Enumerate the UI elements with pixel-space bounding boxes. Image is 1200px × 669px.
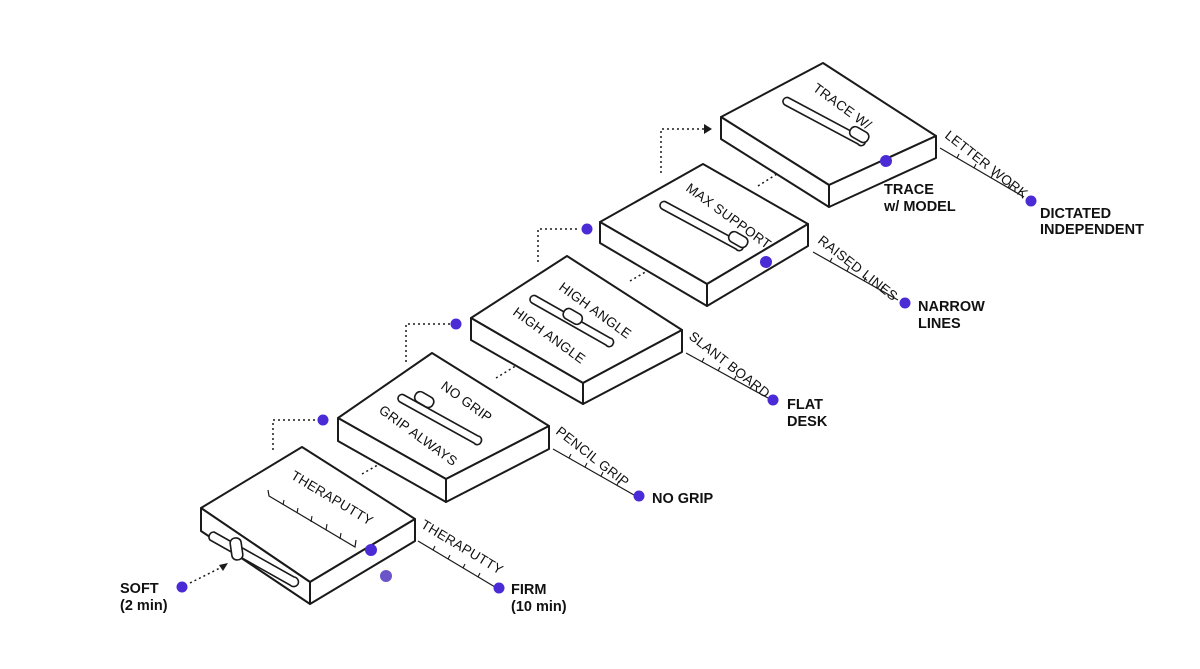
step-3-axis: SLANT BOARD FLAT DESK — [685, 329, 828, 430]
step-3-end-line2: DESK — [787, 414, 828, 430]
therapy-putty-ruler — [267, 489, 357, 548]
step-5-end-dot — [1025, 195, 1037, 207]
step-5-end-line1: DICTATED — [1040, 206, 1111, 222]
start-label-line1: SOFT — [120, 581, 159, 597]
step-4-box: MAX SUPPORT — [599, 163, 809, 307]
step-1-axis-label: THERAPUTTY — [418, 517, 505, 578]
step-5-side-label: TRACE w/ MODEL — [883, 182, 956, 215]
step-4-axis: RAISED LINES NARROW LINES — [812, 233, 985, 332]
start-arrow-icon — [219, 563, 228, 571]
step-3-axis-label: SLANT BOARD — [686, 329, 773, 401]
step-1-end-line1: FIRM — [511, 582, 546, 598]
step-3-slider — [529, 294, 615, 348]
step-5-axis-label: LETTER WORK — [942, 128, 1031, 202]
step-3-end-line1: FLAT — [787, 397, 823, 413]
step-4-end-dot — [899, 297, 911, 309]
step-5-slider — [782, 96, 870, 147]
step-2-box: NO GRIP GRIP ALWAYS — [337, 352, 550, 503]
step-5-dot — [880, 155, 892, 167]
step-1-axis: THERAPUTTY FIRM (10 min) — [417, 517, 567, 615]
step-1-end-line2: (10 min) — [511, 599, 567, 615]
step-3-box: HIGH ANGLE HIGH ANGLE — [470, 255, 683, 405]
step-2-axis: PENCIL GRIP NO GRIP — [552, 424, 714, 507]
step-4-dot — [760, 256, 772, 268]
start-label-line2: (2 min) — [120, 598, 168, 614]
step-1-slider — [208, 531, 300, 588]
step-5-end-line2: INDEPENDENT — [1040, 222, 1144, 238]
step-2-end-dot — [633, 490, 645, 502]
step-1-end-dot — [493, 582, 505, 594]
connector-3-dot — [581, 223, 593, 235]
step-5-side-line1: TRACE — [884, 182, 934, 198]
step-4-end-line2: LINES — [918, 316, 961, 332]
step-2-slider — [397, 390, 483, 446]
start-label: SOFT (2 min) — [120, 563, 228, 614]
step-4-slider — [659, 200, 749, 252]
connector-4-arrow-icon — [704, 124, 712, 134]
start-dot — [176, 581, 188, 593]
step-4-axis-label: RAISED LINES — [815, 233, 900, 304]
step-2-end-line1: NO GRIP — [652, 491, 714, 507]
step-4-end-line1: NARROW — [918, 299, 985, 315]
step-1-dot-b — [380, 570, 392, 582]
step-5-side-line2: w/ MODEL — [883, 199, 956, 215]
connector-1-dot — [317, 414, 329, 426]
connector-2-dot — [450, 318, 462, 330]
step-1-dot-a — [365, 544, 377, 556]
step-5-box: TRACE W/ — [720, 62, 937, 208]
step-2-axis-label: PENCIL GRIP — [553, 424, 632, 490]
step-1-box: THERAPUTTY — [200, 446, 416, 605]
step-3-end-dot — [767, 394, 779, 406]
step-5-axis: LETTER WORK DICTATED INDEPENDENT — [939, 128, 1144, 238]
